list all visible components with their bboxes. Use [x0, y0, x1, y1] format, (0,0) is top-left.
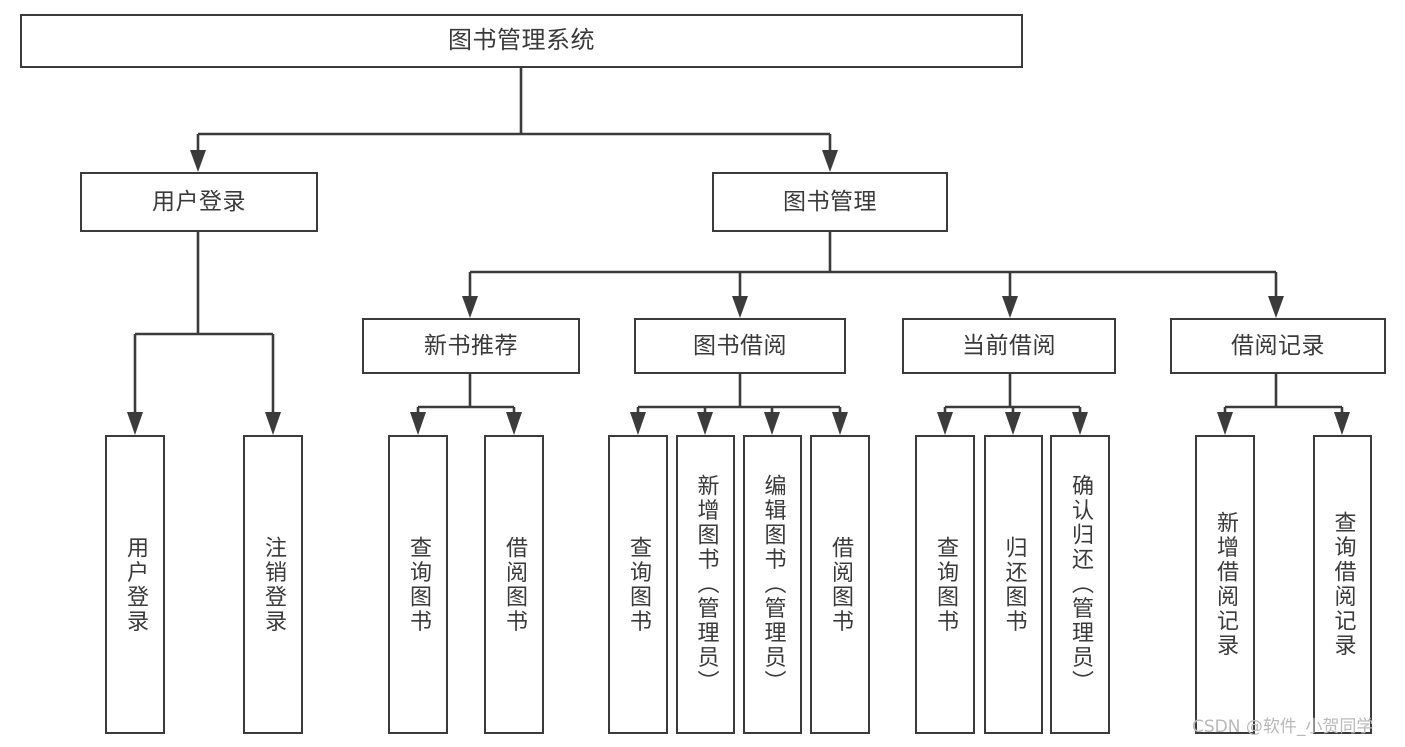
leaf-query-borrow-record[interactable]: 查询借阅记录: [1313, 435, 1372, 734]
node-label: 确认归还（管理员）: [1068, 474, 1093, 695]
node-label: 编辑图书（管理员）: [760, 474, 786, 695]
node-label: 图书借阅: [693, 332, 787, 359]
node-label: 用户登录: [152, 188, 246, 215]
leaf-user-login[interactable]: 用户登录: [105, 435, 165, 734]
leaf-edit-book-admin[interactable]: 编辑图书（管理员）: [743, 435, 802, 734]
leaf-logout[interactable]: 注销登录: [243, 435, 303, 734]
node-label: 查询图书: [406, 535, 431, 634]
node-borrowing-record[interactable]: 借阅记录: [1170, 318, 1386, 374]
node-label: 注销登录: [261, 535, 286, 634]
leaf-return-book[interactable]: 归还图书: [984, 435, 1043, 734]
node-label: 归还图书: [1001, 535, 1027, 634]
leaf-confirm-return-admin[interactable]: 确认归还（管理员）: [1050, 435, 1110, 734]
node-label: 图书管理系统: [448, 26, 595, 55]
node-label: 查询借阅记录: [1330, 511, 1356, 658]
node-label: 当前借阅: [962, 332, 1056, 359]
node-current-borrowing[interactable]: 当前借阅: [902, 318, 1116, 374]
leaf-add-borrow-record[interactable]: 新增借阅记录: [1195, 435, 1255, 734]
node-label: 用户登录: [123, 535, 148, 634]
node-root-book-management-system[interactable]: 图书管理系统: [20, 14, 1023, 68]
node-label: 查询图书: [933, 535, 958, 634]
node-label: 新增图书（管理员）: [693, 474, 719, 695]
leaf-query-book-recommend[interactable]: 查询图书: [388, 435, 448, 734]
node-label: 图书管理: [783, 188, 877, 215]
leaf-add-book-admin[interactable]: 新增图书（管理员）: [676, 435, 735, 734]
node-label: 借阅图书: [828, 535, 853, 634]
node-book-management[interactable]: 图书管理: [712, 172, 948, 232]
node-new-book-recommendation[interactable]: 新书推荐: [362, 318, 580, 374]
leaf-borrow-book-recommend[interactable]: 借阅图书: [484, 435, 544, 734]
node-label: 新增借阅记录: [1213, 511, 1238, 658]
node-book-borrowing[interactable]: 图书借阅: [634, 318, 846, 374]
node-label: 新书推荐: [424, 332, 518, 359]
node-label: 借阅图书: [502, 535, 527, 634]
node-label: 借阅记录: [1231, 332, 1325, 359]
node-label: 查询图书: [626, 535, 651, 634]
leaf-query-book-borrow[interactable]: 查询图书: [608, 435, 668, 734]
leaf-borrow-book[interactable]: 借阅图书: [810, 435, 870, 734]
leaf-query-book-current[interactable]: 查询图书: [915, 435, 975, 734]
node-user-login[interactable]: 用户登录: [80, 172, 318, 232]
